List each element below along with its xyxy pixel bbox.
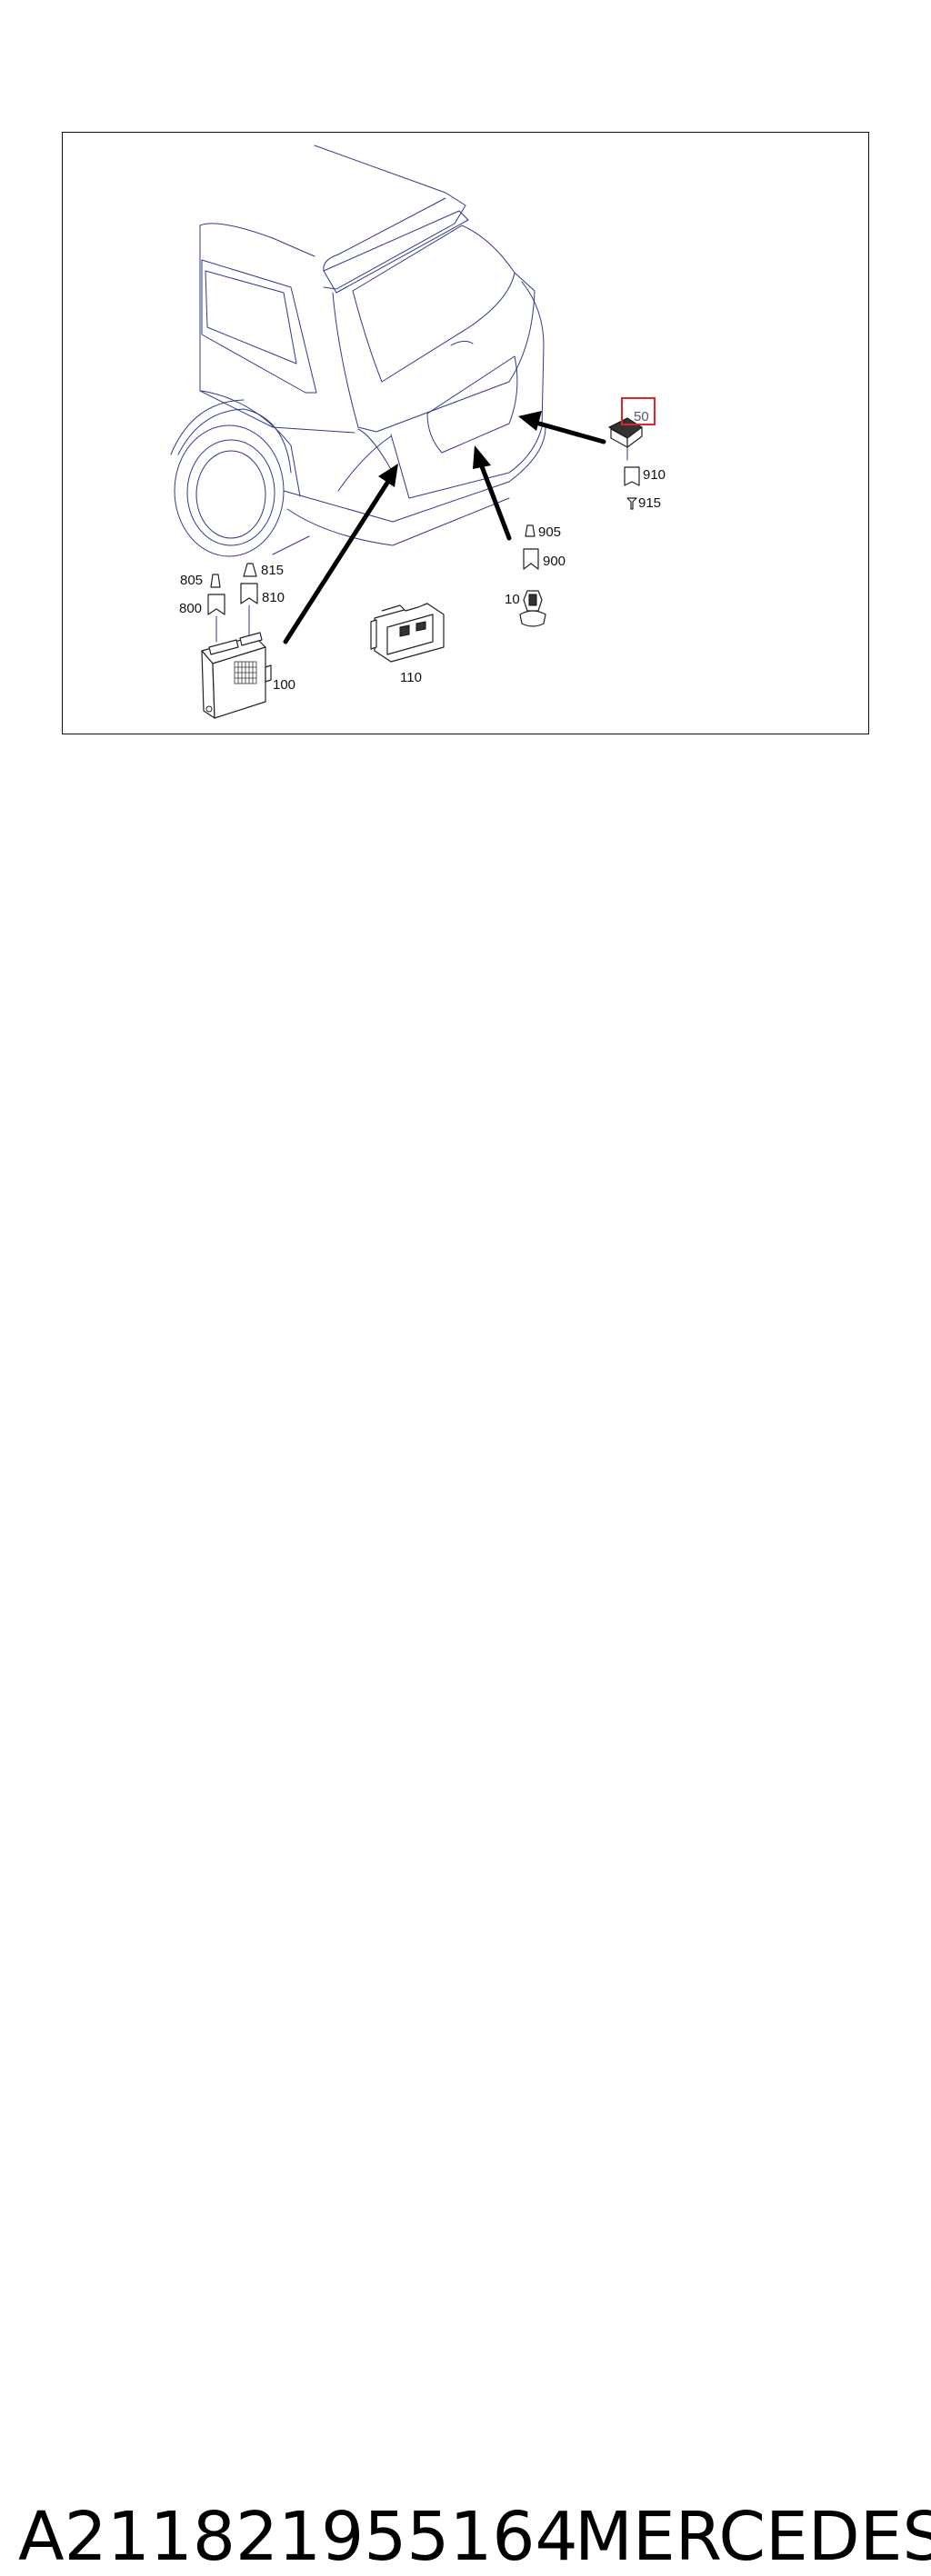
- part-number: A211821955164: [18, 2498, 578, 2576]
- pointer-arrows: [283, 411, 606, 644]
- parts-diagram: 50 910 915 905 900 10 805 815 800 810: [170, 145, 666, 719]
- vehicle-outline: [170, 145, 546, 557]
- part-910-915: 910 915: [624, 466, 666, 511]
- label-915: 915: [638, 495, 661, 511]
- label-100: 100: [273, 677, 295, 693]
- highlight-box: [621, 397, 656, 425]
- label-905: 905: [538, 524, 561, 540]
- label-810: 810: [262, 590, 285, 605]
- part-110-bracket: 110: [370, 603, 445, 685]
- label-110: 110: [400, 670, 422, 685]
- label-900: 900: [543, 554, 566, 569]
- label-10: 10: [505, 592, 520, 607]
- label-815: 815: [261, 563, 284, 578]
- part-50-switch[interactable]: 50: [607, 397, 656, 461]
- label-800: 800: [179, 601, 202, 616]
- label-805: 805: [180, 573, 203, 588]
- part-100-group: 805 815 800 810 100: [179, 563, 295, 719]
- part-10-group: 905 900 10: [505, 524, 566, 627]
- caption-bar: A211821955164 MERCEDES: [0, 1247, 931, 2576]
- diagram-frame: [62, 132, 869, 734]
- label-910: 910: [643, 467, 666, 483]
- brand-name: MERCEDES: [575, 2498, 931, 2576]
- label-50: 50: [634, 409, 649, 424]
